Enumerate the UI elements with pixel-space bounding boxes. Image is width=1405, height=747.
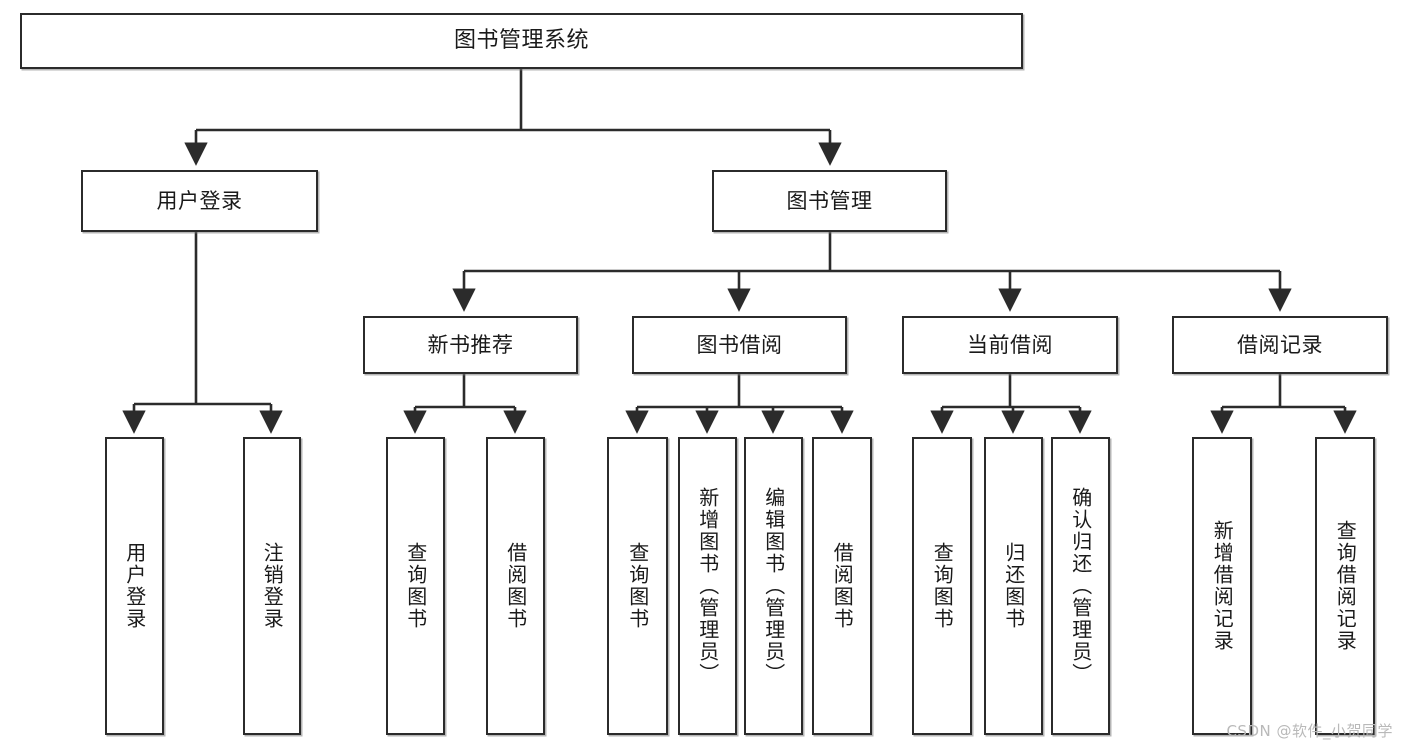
node-book-borrow-label: 图书借阅 [696,332,783,357]
node-user-login-label: 用户登录 [156,188,243,213]
leaf-query-book-recommend[interactable]: 查询图书 [386,437,445,735]
node-user-login[interactable]: 用户登录 [81,170,318,232]
node-book-borrow[interactable]: 图书借阅 [632,316,847,374]
node-book-management-label: 图书管理 [786,188,873,213]
leaf-add-borrow-record[interactable]: 新增借阅记录 [1192,437,1252,735]
node-borrow-record-label: 借阅记录 [1237,332,1323,357]
leaf-query-book-recommend-label: 查询图书 [403,542,428,630]
leaf-query-borrow-record-label: 查询借阅记录 [1333,520,1358,652]
leaf-query-book-borrow-label: 查询图书 [625,542,650,630]
leaf-return-book[interactable]: 归还图书 [984,437,1043,735]
leaf-user-login-label: 用户登录 [122,542,147,630]
leaf-add-book-admin[interactable]: 新增图书（管理员） [678,437,737,735]
leaf-logout-label: 注销登录 [260,542,285,630]
leaf-borrow-book-label: 借阅图书 [830,542,855,630]
node-book-management[interactable]: 图书管理 [712,170,947,232]
leaf-add-borrow-record-label: 新增借阅记录 [1210,520,1235,652]
leaf-query-book-borrow[interactable]: 查询图书 [607,437,668,735]
leaf-query-borrow-record[interactable]: 查询借阅记录 [1315,437,1375,735]
node-new-book-recommend-label: 新书推荐 [427,332,514,357]
leaf-borrow-book[interactable]: 借阅图书 [812,437,872,735]
leaf-query-book-current-label: 查询图书 [930,542,955,630]
node-current-borrow[interactable]: 当前借阅 [902,316,1118,374]
leaf-borrow-book-recommend[interactable]: 借阅图书 [486,437,545,735]
leaf-return-book-label: 归还图书 [1001,542,1026,630]
node-root-label: 图书管理系统 [453,28,589,54]
leaf-edit-book-admin[interactable]: 编辑图书（管理员） [744,437,803,735]
leaf-confirm-return-admin[interactable]: 确认归还（管理员） [1051,437,1110,735]
node-root[interactable]: 图书管理系统 [20,13,1023,69]
leaf-user-login[interactable]: 用户登录 [105,437,164,735]
leaf-query-book-current[interactable]: 查询图书 [912,437,972,735]
leaf-edit-book-admin-label: 编辑图书（管理员） [761,487,786,685]
leaf-borrow-book-recommend-label: 借阅图书 [503,542,528,630]
leaf-logout[interactable]: 注销登录 [243,437,301,735]
leaf-confirm-return-admin-label: 确认归还（管理员） [1068,487,1093,685]
node-current-borrow-label: 当前借阅 [967,332,1053,357]
node-borrow-record[interactable]: 借阅记录 [1172,316,1388,374]
leaf-add-book-admin-label: 新增图书（管理员） [695,487,720,685]
node-new-book-recommend[interactable]: 新书推荐 [363,316,578,374]
